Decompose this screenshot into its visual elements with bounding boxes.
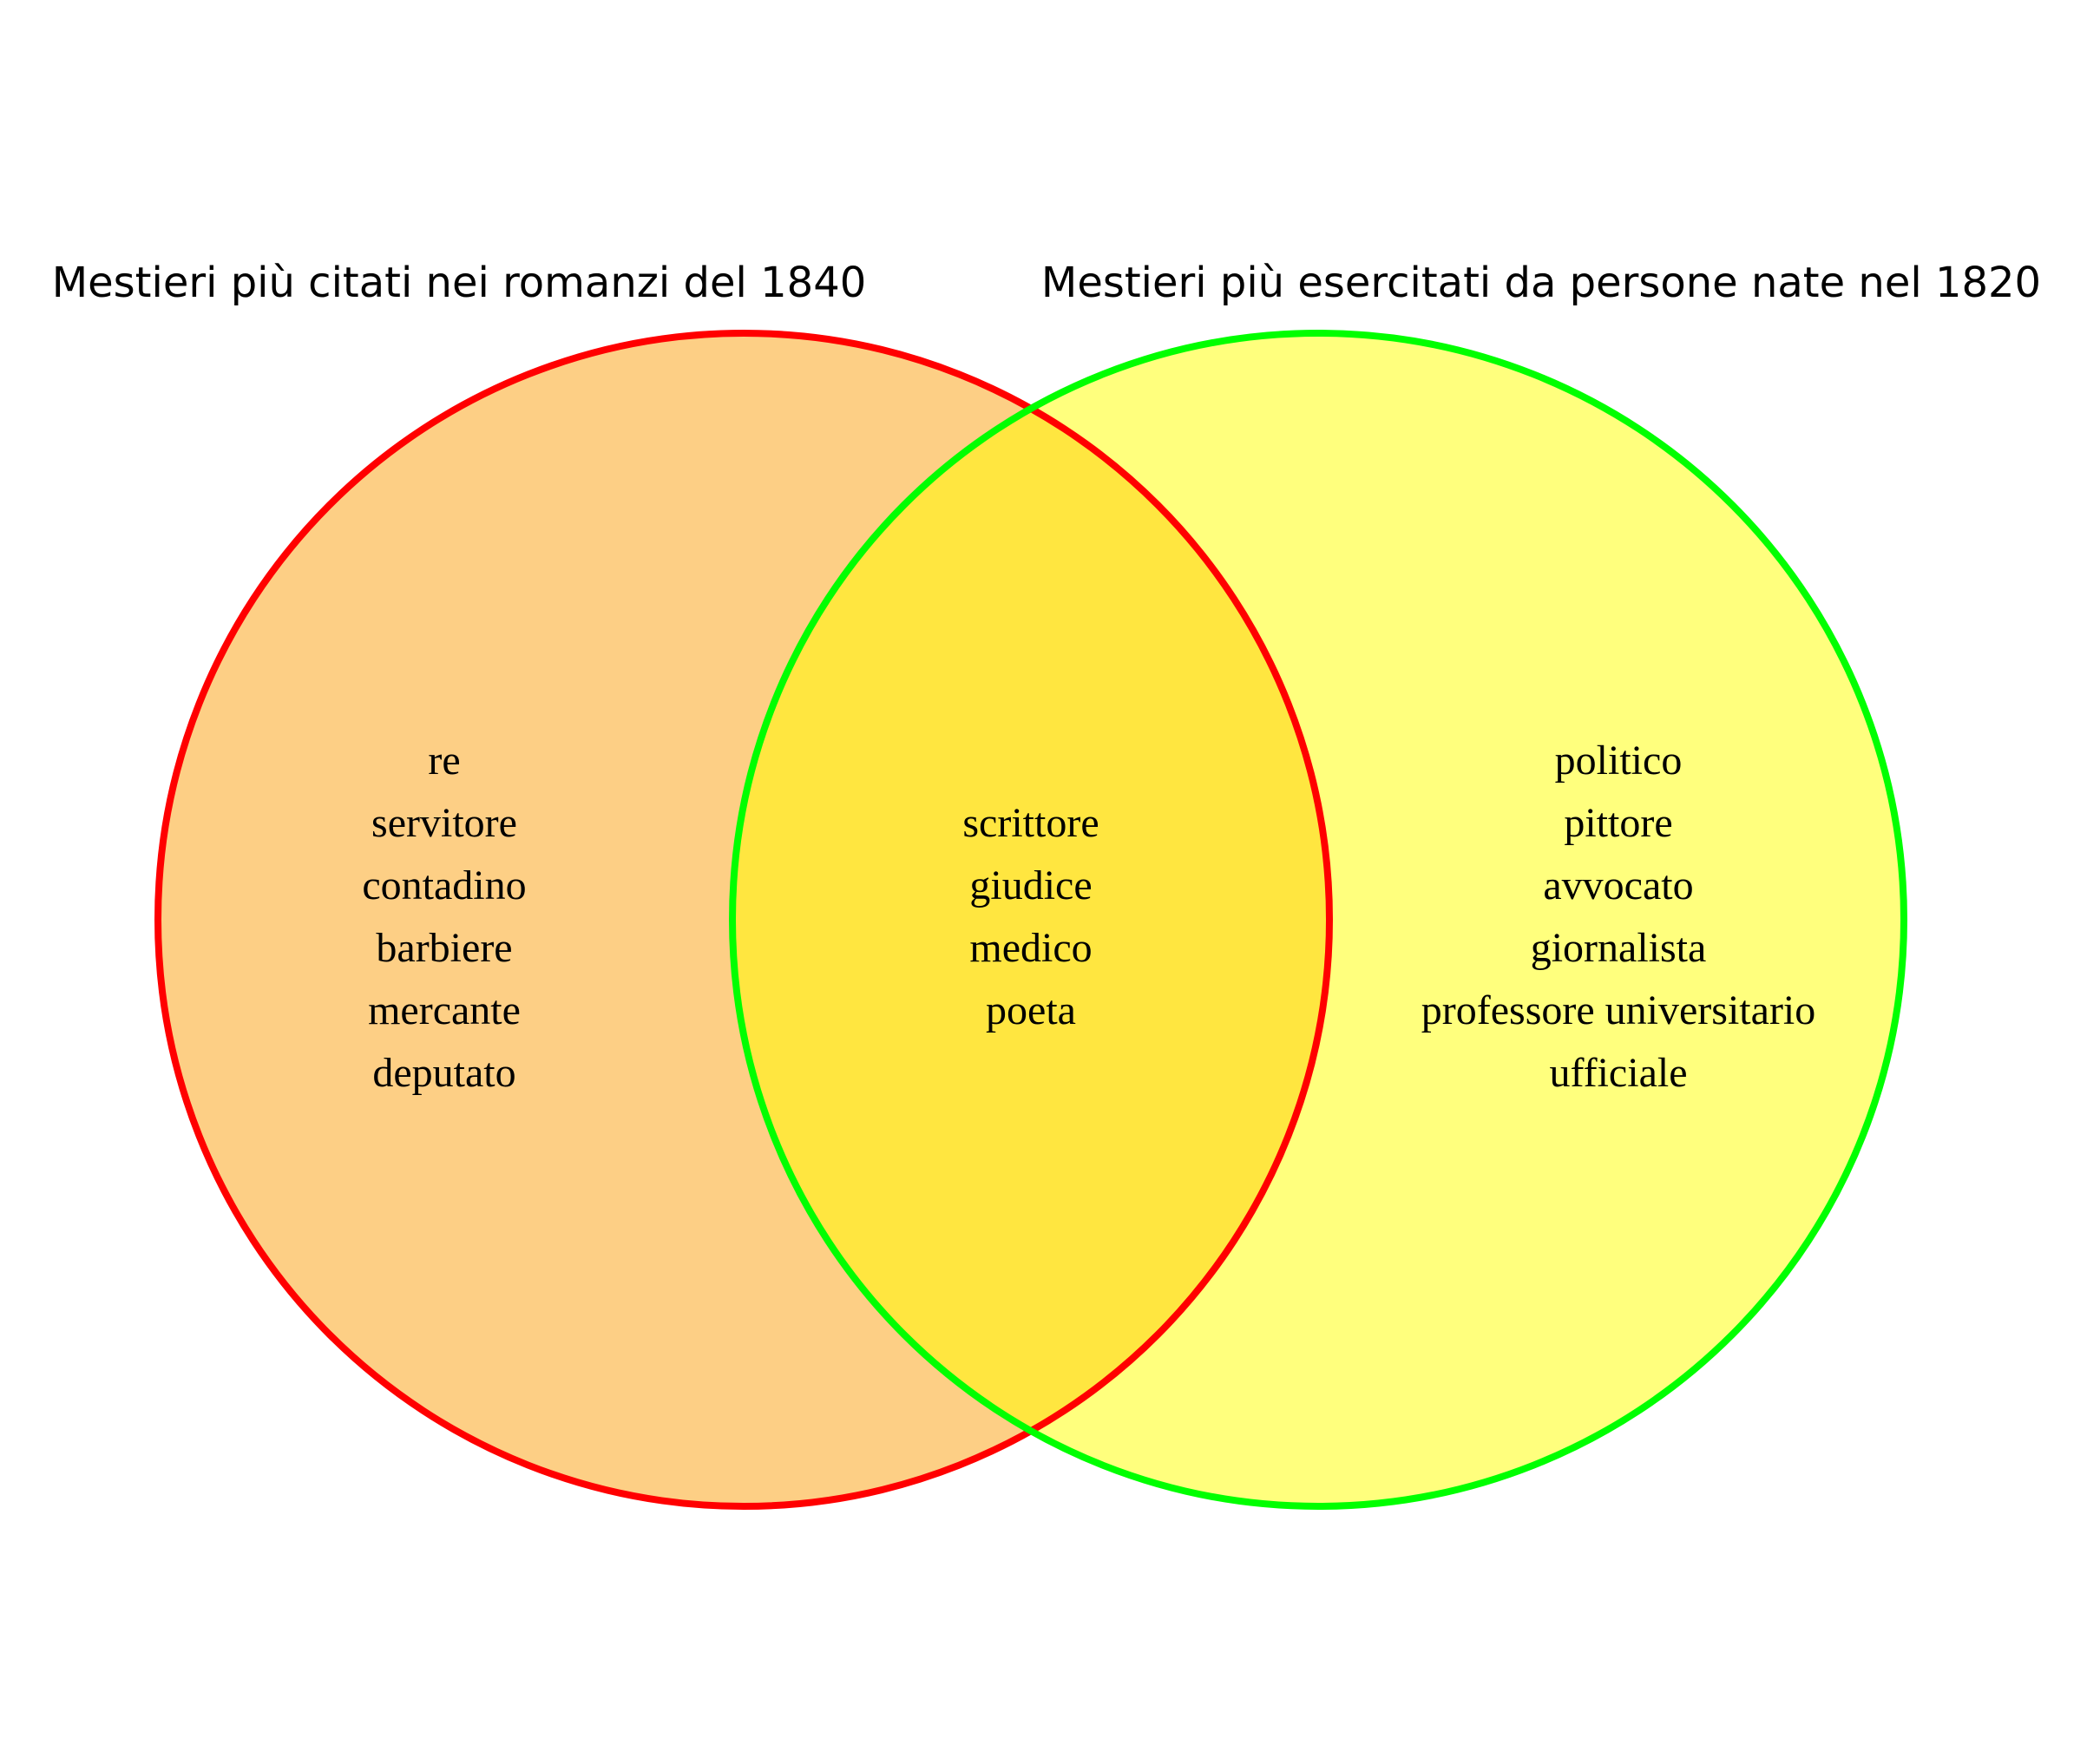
list-item: ufficiale: [1549, 1050, 1687, 1096]
right-set-items: politico pittore avvocato giornalista pr…: [1421, 738, 1816, 1096]
intersection-items: scrittore giudice medico poeta: [962, 800, 1099, 1033]
list-item: mercante: [368, 987, 521, 1033]
left-set-outline: [154, 330, 1333, 1510]
intersection-region: [732, 333, 1329, 1506]
list-item: giudice: [969, 862, 1092, 908]
right-set-outline: [729, 330, 1907, 1510]
list-item: deputato: [372, 1050, 515, 1096]
list-item: servitore: [371, 800, 517, 846]
list-item: avvocato: [1543, 862, 1693, 908]
list-item: medico: [969, 925, 1092, 971]
list-item: scrittore: [962, 800, 1099, 846]
list-item: poeta: [986, 987, 1076, 1033]
list-item: giornalista: [1531, 925, 1707, 971]
list-item: professore universitario: [1421, 987, 1816, 1033]
list-item: re: [428, 738, 460, 784]
list-item: pittore: [1564, 800, 1672, 846]
list-item: barbiere: [376, 925, 512, 971]
left-set-items: re servitore contadino barbiere mercante…: [362, 738, 526, 1096]
left-set-title: Mestieri più citati nei romanzi del 1840: [52, 259, 867, 307]
list-item: politico: [1555, 738, 1683, 784]
list-item: contadino: [362, 862, 526, 908]
right-set-title: Mestieri più esercitati da persone nate …: [1041, 259, 2041, 307]
